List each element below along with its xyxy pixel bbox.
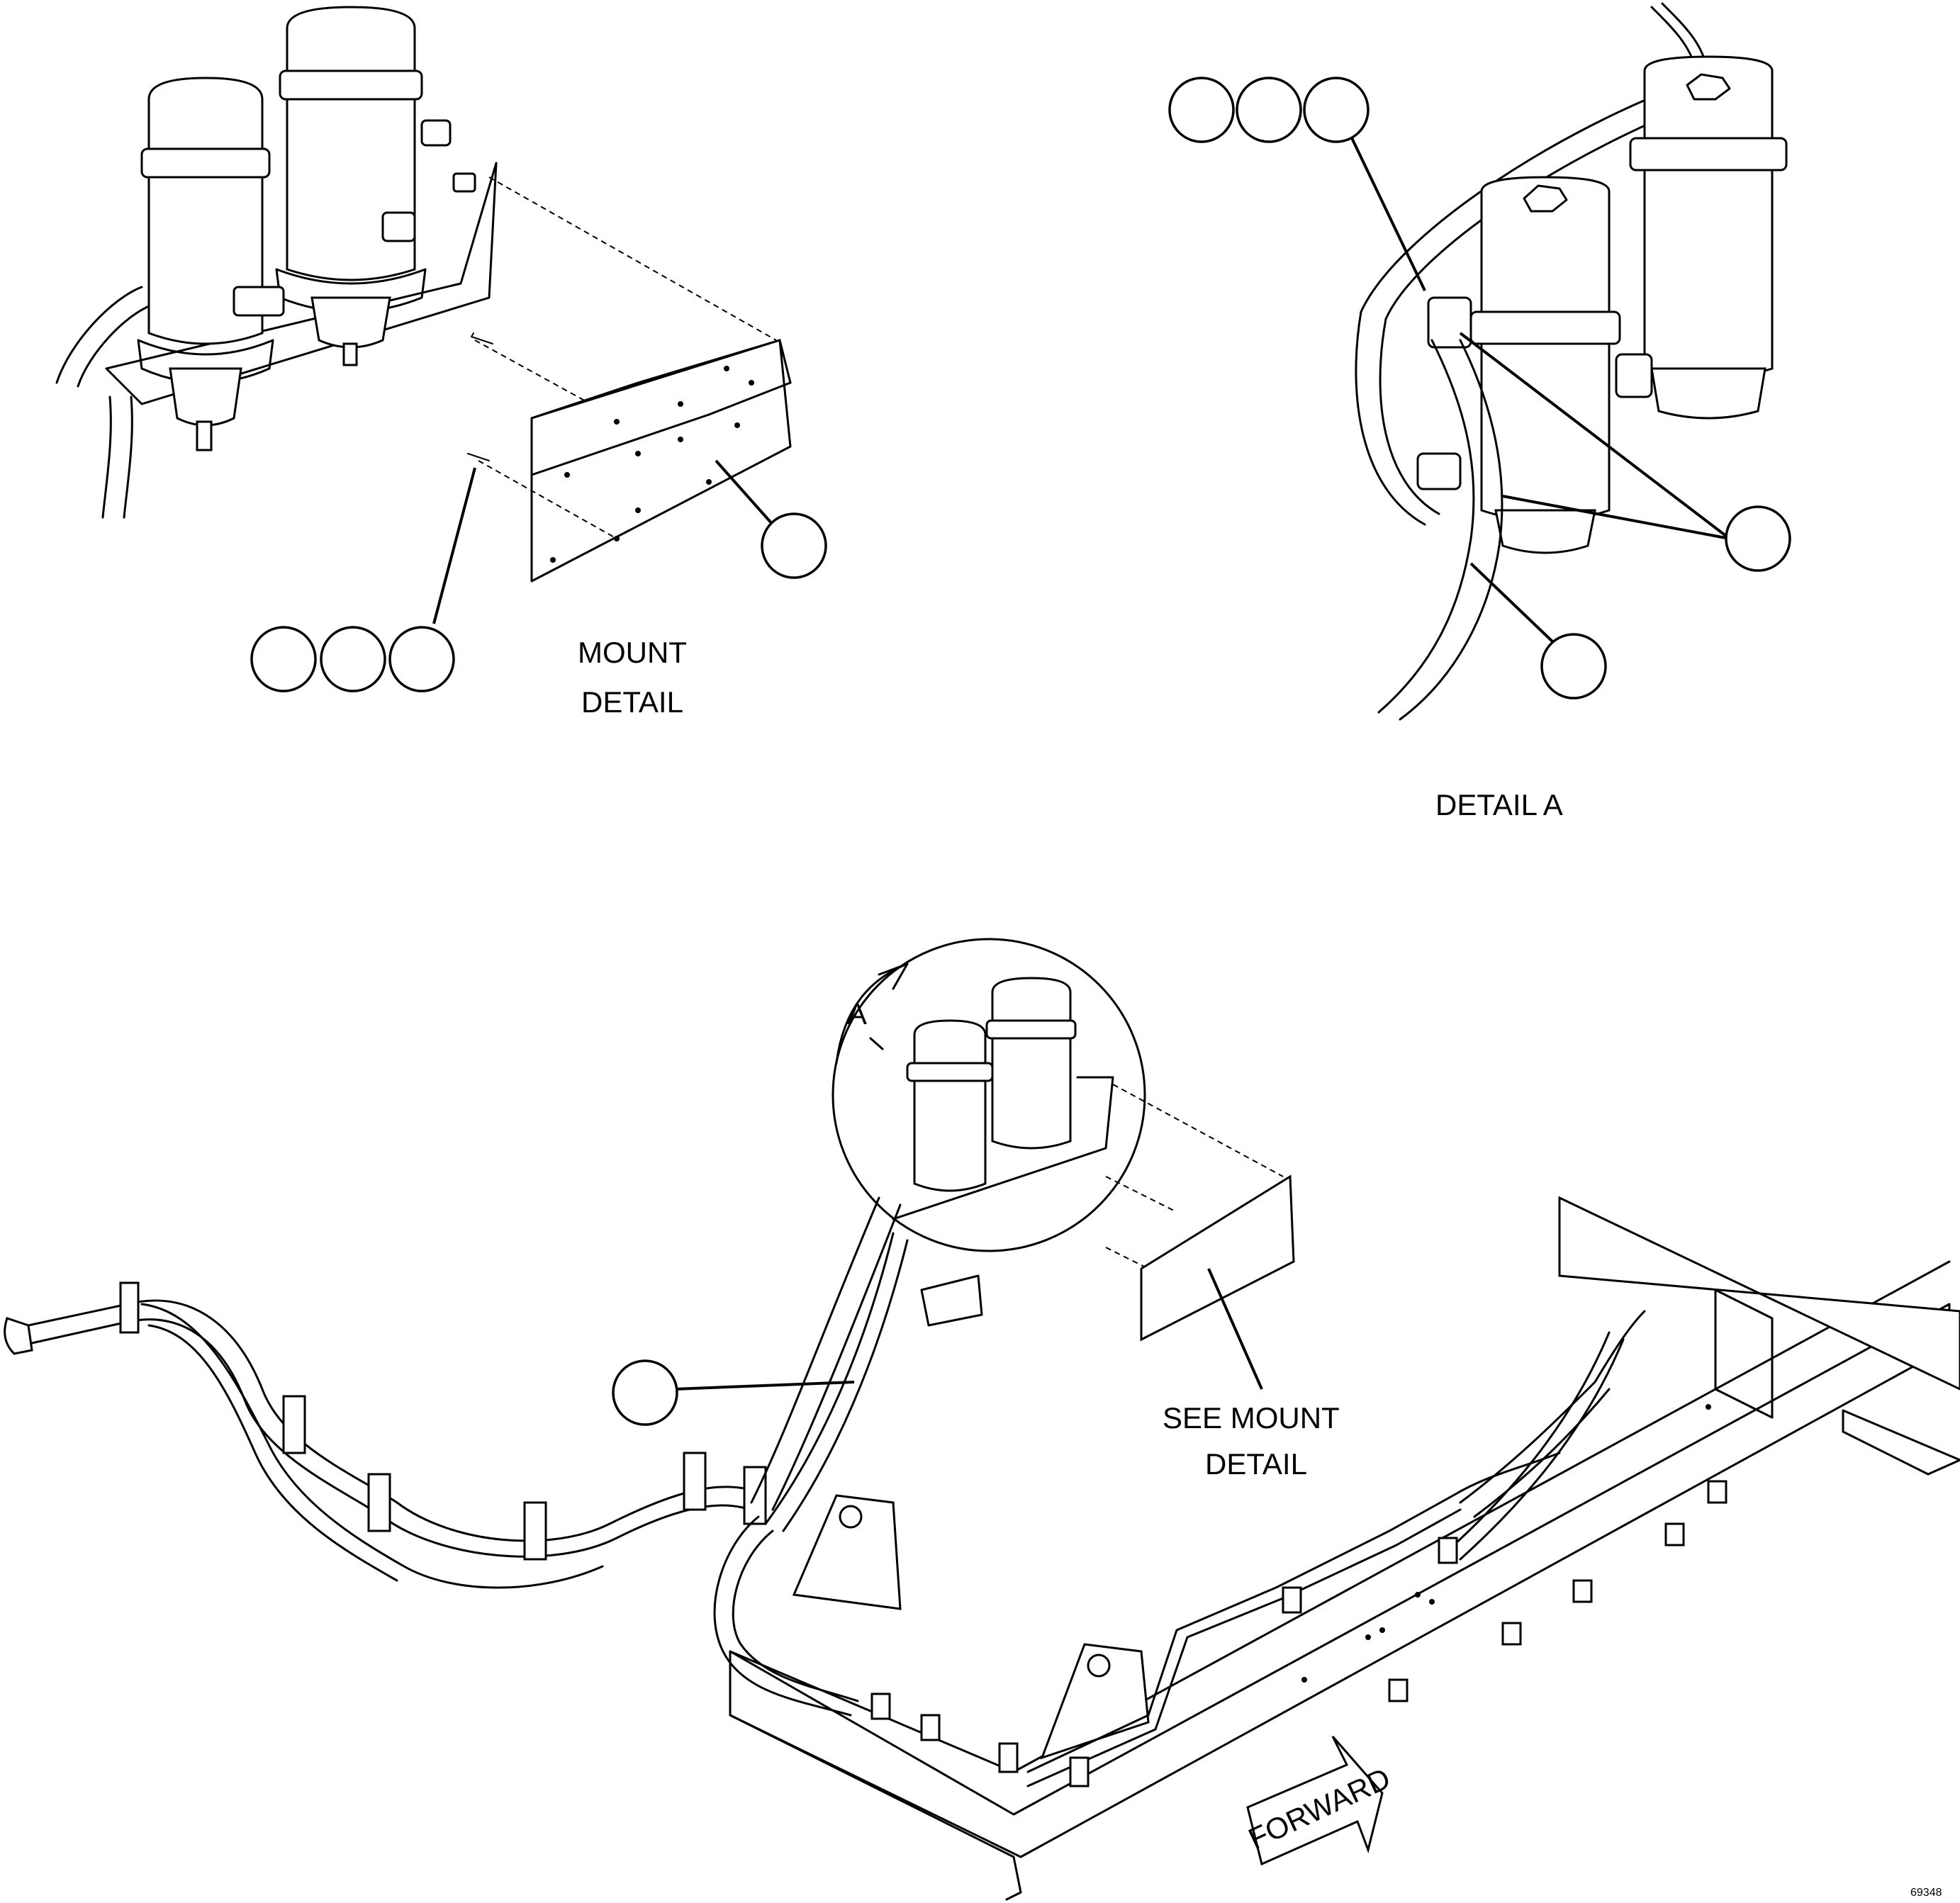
mount-cover-plate xyxy=(530,339,792,583)
callout-circle-hose xyxy=(1540,633,1607,700)
callout-circle-a2 xyxy=(1236,77,1302,143)
callout-circle-bolt-1 xyxy=(250,626,317,692)
mount-detail-view: MOUNT DETAIL xyxy=(55,6,827,719)
callout-circle-bolt-3 xyxy=(388,626,455,692)
detail-a-view: DETAIL A xyxy=(1168,2,1791,821)
main-assembly-view: A SEE MOUNT DETAIL xyxy=(4,938,1960,1901)
mount-detail-label-line1: MOUNT xyxy=(578,636,687,669)
hose-elbow-fitting xyxy=(4,1317,33,1355)
hose-clamp-5 xyxy=(683,1452,707,1511)
detail-a-marker-letter: A xyxy=(847,997,867,1031)
filter-canister-right xyxy=(275,6,427,366)
see-mount-detail-line1: SEE MOUNT xyxy=(1163,1401,1340,1435)
mount-detail-label-line2: DETAIL xyxy=(581,685,683,719)
filter-canister-left xyxy=(137,77,274,451)
right-mount-plate xyxy=(1558,1196,1960,1391)
hose-clamp-4 xyxy=(523,1501,547,1561)
figure-number: 69348 xyxy=(1910,1887,1942,1899)
see-mount-detail-line2: DETAIL xyxy=(1205,1447,1307,1481)
detail-a-magnifier xyxy=(831,938,1146,1252)
detail-a-label: DETAIL A xyxy=(1435,788,1563,821)
callout-circle-a1 xyxy=(1168,77,1235,143)
forward-arrow: FORWARD xyxy=(1243,1736,1395,1866)
callout-circle-a3 xyxy=(1303,77,1370,143)
frame-rail xyxy=(729,1196,1960,1901)
callout-circle-bolt-2 xyxy=(320,626,386,692)
filter-canister-front xyxy=(1469,176,1621,554)
hose-clamp-1 xyxy=(119,1281,140,1334)
callout-circle-main-hose xyxy=(612,1359,678,1426)
small-mount-plate xyxy=(1140,1174,1295,1342)
hose-clamp-3 xyxy=(367,1473,391,1532)
filter-canister-rear xyxy=(1629,55,1788,420)
callout-circle-mount-plate xyxy=(761,512,827,579)
callout-circle-filter xyxy=(1725,505,1791,572)
hose-clamp-2 xyxy=(282,1395,306,1454)
